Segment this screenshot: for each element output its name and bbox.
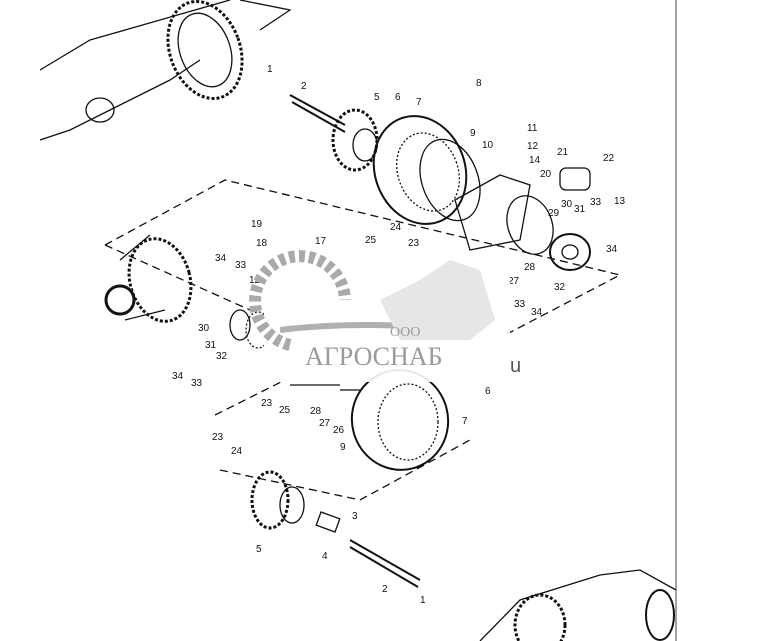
callout-10: 10 (482, 140, 494, 151)
drawing-lines (39, 0, 677, 641)
combine-harvester-icon (380, 260, 495, 340)
callout-34: 34 (215, 253, 227, 264)
callout-18: 18 (256, 238, 268, 249)
watermark-logo: ООО АГРОСНАБ u (249, 250, 521, 382)
callout-12: 12 (249, 275, 261, 286)
callout-6: 6 (485, 386, 491, 397)
callout-21: 21 (557, 147, 569, 158)
callout-12: 12 (527, 141, 539, 152)
callout-33: 33 (235, 260, 247, 271)
callout-25: 25 (279, 405, 291, 416)
callout-23: 23 (261, 398, 273, 409)
callout-27: 27 (319, 418, 331, 429)
callout-29: 29 (548, 208, 560, 219)
watermark-suffix: u (510, 355, 521, 377)
callout-33: 33 (514, 299, 526, 310)
callout-27: 27 (508, 276, 520, 287)
callout-3: 3 (352, 511, 358, 522)
watermark-prefix: ООО (390, 325, 420, 340)
callout-1: 1 (267, 64, 273, 75)
callout-8: 8 (476, 78, 482, 89)
callout-23: 23 (408, 238, 420, 249)
callout-25: 25 (365, 235, 377, 246)
callout-17: 17 (315, 236, 327, 247)
callout-32: 32 (216, 351, 228, 362)
callout-20: 20 (540, 169, 552, 180)
callout-33: 33 (191, 378, 203, 389)
callout-24: 24 (231, 446, 243, 457)
callout-33: 33 (590, 197, 602, 208)
callout-30: 30 (561, 199, 573, 210)
callout-7: 7 (462, 416, 468, 427)
callout-6: 6 (395, 92, 401, 103)
callout-13: 13 (614, 196, 626, 207)
callout-34: 34 (606, 244, 618, 255)
callout-31: 31 (205, 340, 217, 351)
callout-31: 31 (574, 204, 586, 215)
callout-34: 34 (172, 371, 184, 382)
callout-1: 1 (420, 595, 426, 606)
callout-22: 22 (603, 153, 615, 164)
callout-24: 24 (390, 222, 402, 233)
callout-2: 2 (382, 584, 388, 595)
callout-26: 26 (333, 425, 345, 436)
callout-28: 28 (524, 262, 536, 273)
callout-5: 5 (374, 92, 380, 103)
gear-icon (249, 250, 351, 351)
callout-4: 4 (322, 551, 328, 562)
callout-5: 5 (256, 544, 262, 555)
callout-14: 14 (529, 155, 541, 166)
callout-28: 28 (310, 406, 322, 417)
callout-9: 9 (470, 128, 476, 139)
callout-34: 34 (531, 307, 543, 318)
callout-23: 23 (212, 432, 224, 443)
callout-19: 19 (251, 219, 263, 230)
callout-7: 7 (416, 97, 422, 108)
callout-9: 9 (340, 442, 346, 453)
watermark-name: АГРОСНАБ (305, 342, 443, 371)
callout-30: 30 (198, 323, 210, 334)
callout-32: 32 (554, 282, 566, 293)
callout-2: 2 (301, 81, 307, 92)
callout-11: 11 (527, 123, 538, 134)
